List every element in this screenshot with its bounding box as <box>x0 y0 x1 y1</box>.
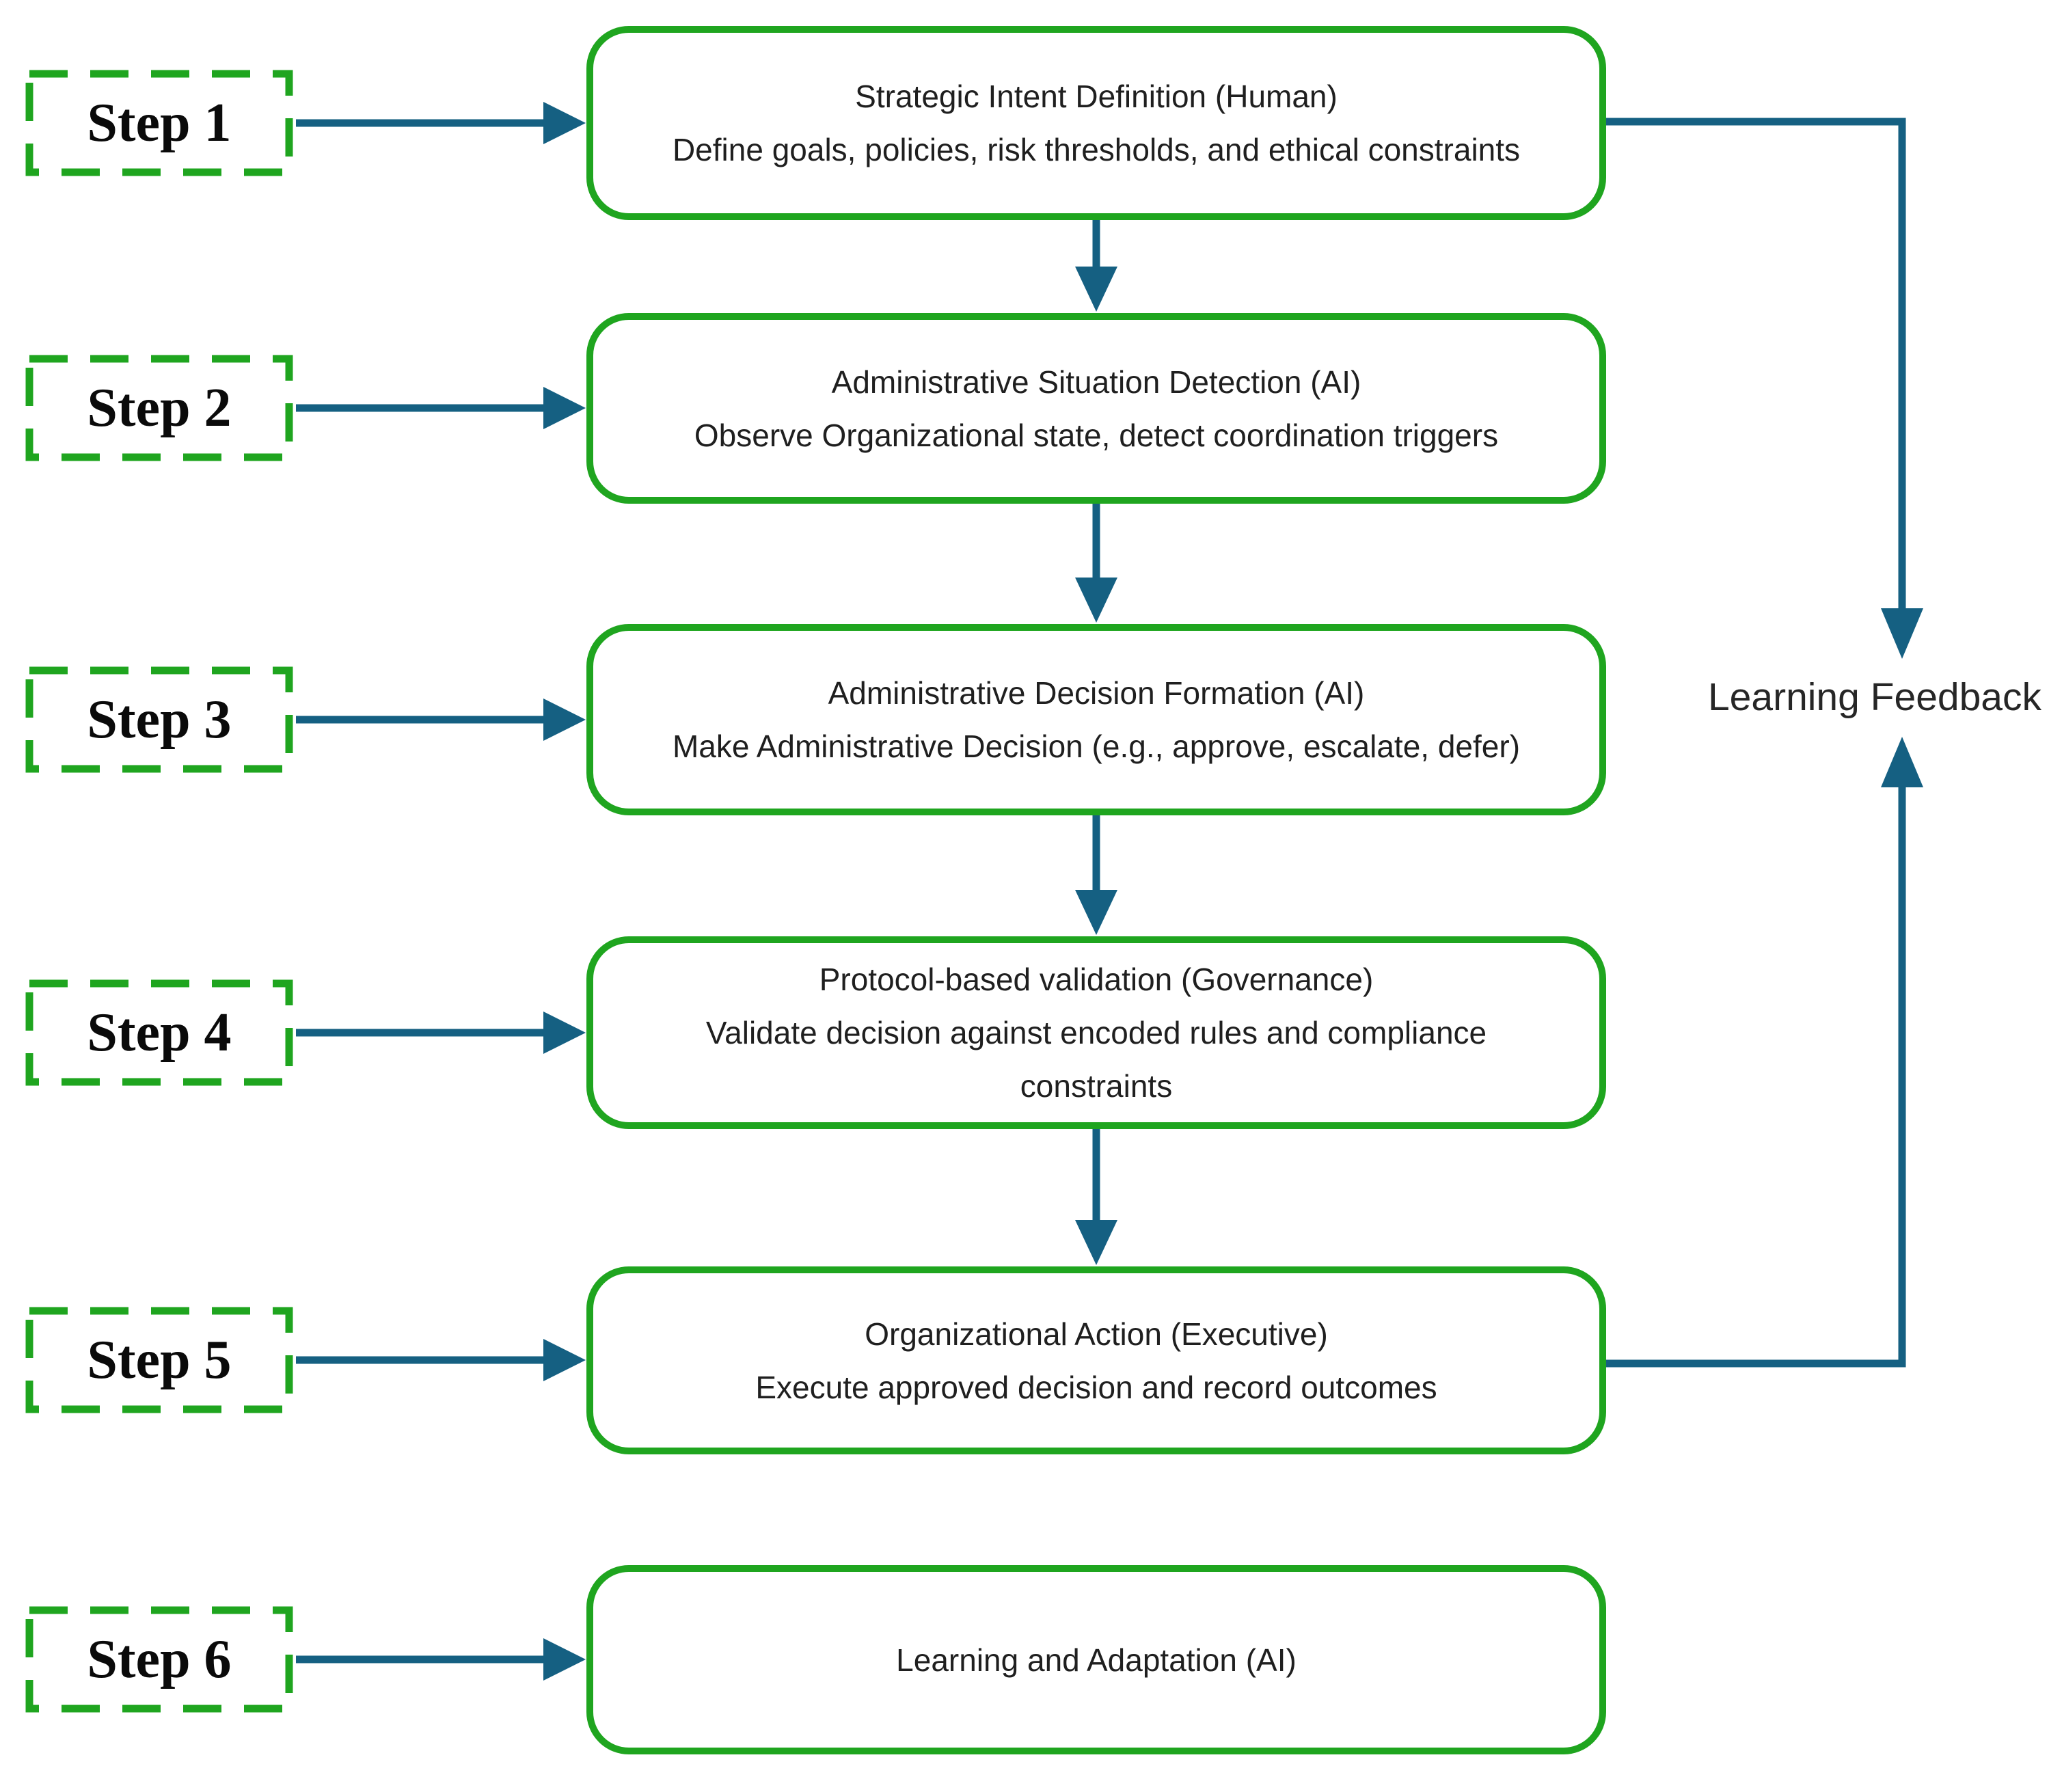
step-1-label: Step 1 <box>29 74 289 172</box>
node-text: Organizational Action (Executive) Execut… <box>652 1307 1541 1414</box>
step-2-arrow <box>296 387 586 429</box>
step-5-border <box>25 1307 293 1413</box>
step-dashed-borders <box>25 70 293 1713</box>
step-3-label: Step 3 <box>29 670 289 769</box>
step-5-arrow <box>296 1339 586 1381</box>
node-strategic-intent-definition: Strategic Intent Definition (Human) Defi… <box>586 26 1606 220</box>
step-6-border <box>25 1606 293 1713</box>
node-text: Strategic Intent Definition (Human) Defi… <box>652 70 1541 176</box>
node-desc: Define goals, policies, risk thresholds,… <box>672 132 1521 167</box>
step-2-text: Step 2 <box>87 377 232 438</box>
step-6-text: Step 6 <box>87 1629 232 1689</box>
flow-arrow-1-2 <box>1075 219 1117 312</box>
arrow-head-down-icon <box>1075 578 1117 623</box>
arrow-head-right-icon <box>543 1638 586 1681</box>
node-protocol-based-validation: Protocol-based validation (Governance) V… <box>586 936 1606 1129</box>
step-3-border <box>25 666 293 773</box>
arrow-head-down-icon <box>1881 608 1923 659</box>
node-learning-and-adaptation: Learning and Adaptation (AI) <box>586 1565 1606 1754</box>
step-6-label: Step 6 <box>29 1610 289 1709</box>
node-desc: Validate decision against encoded rules … <box>705 1015 1487 1104</box>
flow-arrow-2-3 <box>1075 502 1117 623</box>
node-administrative-decision-formation: Administrative Decision Formation (AI) M… <box>586 624 1606 815</box>
feedback-elbow-from-box1 <box>1606 118 1906 608</box>
flow-arrow-3-4 <box>1075 814 1117 935</box>
step-2-label: Step 2 <box>29 359 289 457</box>
step-1-text: Step 1 <box>87 92 232 153</box>
flow-arrow-4-5 <box>1075 1128 1117 1265</box>
feedback-connector-bottom <box>1606 737 1923 1368</box>
arrow-head-up-icon <box>1881 737 1923 787</box>
node-desc: Execute approved decision and record out… <box>755 1369 1437 1405</box>
step-1-border <box>25 70 293 176</box>
step-5-label: Step 5 <box>29 1311 289 1409</box>
arrow-head-right-icon <box>543 387 586 429</box>
arrow-head-down-icon <box>1075 267 1117 312</box>
node-text: Learning and Adaptation (AI) <box>652 1633 1541 1687</box>
feedback-elbow-from-box5 <box>1606 787 1906 1368</box>
node-organizational-action: Organizational Action (Executive) Execut… <box>586 1266 1606 1454</box>
learning-feedback-label: Learning Feedback <box>1707 675 2041 719</box>
node-title: Organizational Action (Executive) <box>865 1316 1328 1352</box>
feedback-connector-top <box>1606 118 1923 659</box>
node-title: Administrative Situation Detection (AI) <box>831 364 1361 400</box>
step-3-arrow <box>296 698 586 741</box>
node-text: Administrative Situation Detection (AI) … <box>652 355 1541 462</box>
step-6-arrow <box>296 1638 586 1681</box>
node-text: Administrative Decision Formation (AI) M… <box>652 666 1541 773</box>
node-title: Protocol-based validation (Governance) <box>819 962 1374 997</box>
arrow-head-right-icon <box>543 102 586 144</box>
step-4-text: Step 4 <box>87 1002 232 1063</box>
arrow-head-right-icon <box>543 1339 586 1381</box>
node-administrative-situation-detection: Administrative Situation Detection (AI) … <box>586 313 1606 504</box>
node-text: Protocol-based validation (Governance) V… <box>652 953 1541 1113</box>
step-4-label: Step 4 <box>29 983 289 1082</box>
arrow-head-right-icon <box>543 698 586 741</box>
step-5-text: Step 5 <box>87 1329 232 1390</box>
arrow-head-down-icon <box>1075 890 1117 935</box>
step-3-text: Step 3 <box>87 689 232 750</box>
step-2-border <box>25 355 293 461</box>
node-desc: Make Administrative Decision (e.g., appr… <box>672 729 1521 764</box>
arrow-head-down-icon <box>1075 1220 1117 1265</box>
node-desc: Observe Organizational state, detect coo… <box>694 417 1499 453</box>
node-title: Administrative Decision Formation (AI) <box>828 675 1365 711</box>
step-4-border <box>25 979 293 1086</box>
step-1-arrow <box>296 102 586 144</box>
step-4-arrow <box>296 1012 586 1054</box>
node-title: Strategic Intent Definition (Human) <box>855 79 1338 114</box>
arrow-head-right-icon <box>543 1012 586 1054</box>
node-title: Learning and Adaptation (AI) <box>896 1642 1297 1678</box>
